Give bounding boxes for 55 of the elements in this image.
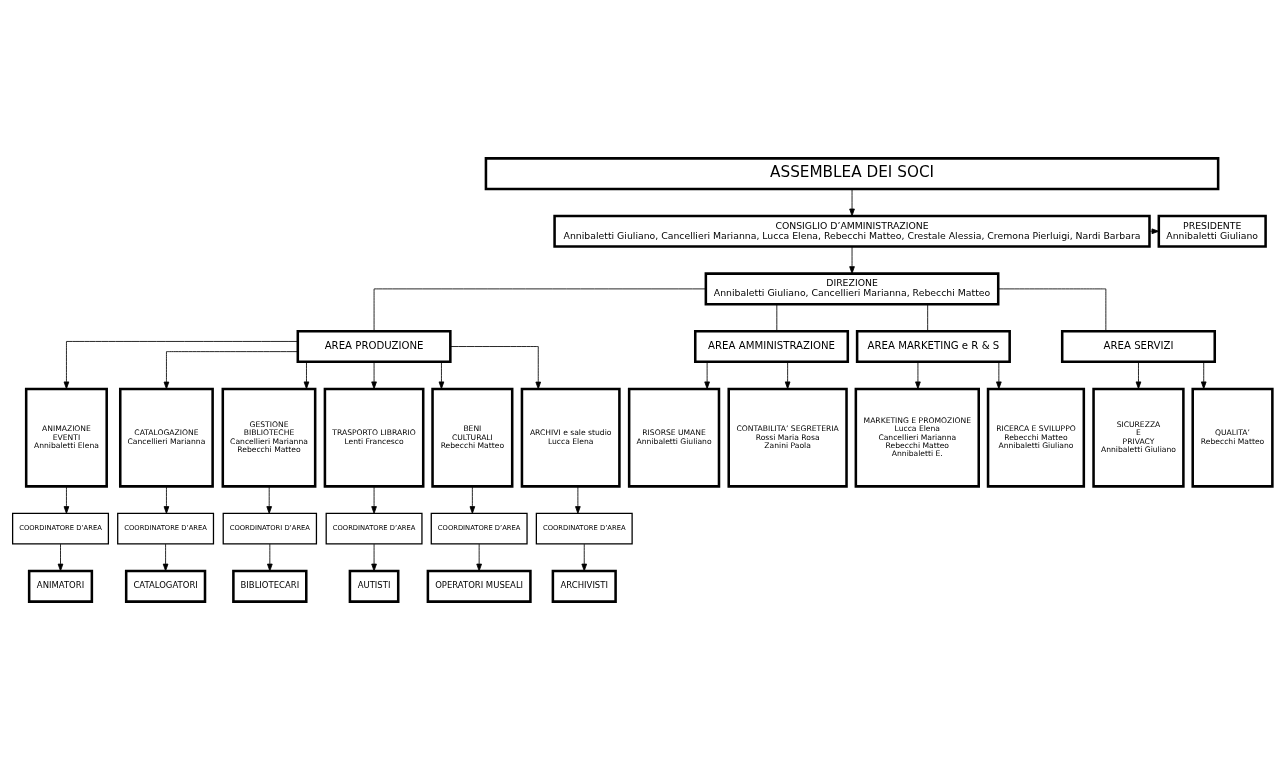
node-box: PRESIDENTE Annibaletti Giuliano — [1157, 214, 1267, 248]
arrow — [163, 485, 170, 514]
arrow — [163, 351, 299, 390]
node-box: ASSEMBLEA DEI SOCI — [484, 157, 1220, 191]
node-box: ANIMAZIONE EVENTI Annibaletti Elena — [24, 387, 108, 488]
arrow — [63, 485, 70, 514]
node-box: BENI CULTURALI Rebecchi Matteo — [431, 387, 514, 488]
node-box: AREA SERVIZI — [1060, 330, 1216, 364]
arrow — [267, 543, 273, 572]
node-box: DIREZIONE Annibaletti Giuliano, Cancellieri Marianna, Rebecchi Matteo — [704, 272, 1000, 306]
connector — [373, 288, 707, 332]
node-box: ARCHIVISTI — [551, 569, 617, 603]
node-box: AREA AMMINISTRAZIONE — [694, 330, 850, 364]
node-box: MARKETING E PROMOZIONE Lucca Elena Cancellieri Marianna Rebecchi Matteo Annibaletti E. — [854, 387, 980, 488]
arrow — [1200, 361, 1207, 390]
node-box: AUTISTI — [348, 569, 400, 603]
node-box: OPERATORI MUSEALI — [426, 569, 532, 603]
connector — [927, 303, 929, 332]
arrow — [469, 485, 476, 514]
arrow — [57, 543, 64, 572]
arrow — [303, 361, 310, 390]
node-box: ANIMATORI — [27, 569, 94, 603]
arrow — [849, 188, 855, 217]
node-box: CONTABILITA’ SEGRETERIA Rossi Maria Rosa Zanini Paola — [727, 387, 848, 488]
arrow — [996, 361, 1002, 390]
arrow — [849, 246, 855, 274]
node-box: ARCHIVI e sale studio Lucca Elena — [520, 387, 621, 488]
node-box: RISORSE UMANE Annibaletti Giuliano — [627, 387, 721, 488]
node-box: BIBLIOTECARI — [232, 569, 308, 603]
arrow — [1135, 361, 1142, 390]
arrow — [704, 361, 710, 390]
arrow — [371, 361, 377, 390]
node-box: GESTIONE BIBLIOTECHE Cancellieri Marianna Rebecchi Matteo — [221, 387, 317, 488]
arrow — [581, 543, 588, 572]
arrow — [784, 361, 791, 390]
arrow — [266, 485, 272, 514]
arrow — [438, 361, 445, 390]
node-box: AREA MARKETING e R & S — [855, 330, 1011, 364]
arrow — [476, 543, 482, 572]
node-box: TRASPORTO LIBRARIO Lenti Francesco — [323, 387, 425, 488]
arrow — [162, 543, 169, 572]
arrow — [449, 346, 542, 390]
arrow — [371, 543, 377, 572]
arrow — [371, 485, 377, 514]
arrow — [915, 361, 921, 390]
arrow — [575, 485, 581, 514]
node-box: RICERCA E SVILUPPO Rebecchi Matteo Annibaletti Giuliano — [986, 387, 1086, 488]
node-box: CATALOGATORI — [124, 569, 207, 603]
node-box: CATALOGAZIONE Cancellieri Marianna — [119, 387, 214, 488]
connector — [998, 288, 1107, 332]
arrow — [63, 341, 299, 390]
connector — [776, 303, 778, 332]
node-box: SICUREZZA E PRIVACY Annibaletti Giuliano — [1092, 387, 1185, 488]
node-box: AREA PRODUZIONE — [296, 330, 452, 364]
node-box: QUALITA’ Rebecchi Matteo — [1191, 387, 1274, 488]
